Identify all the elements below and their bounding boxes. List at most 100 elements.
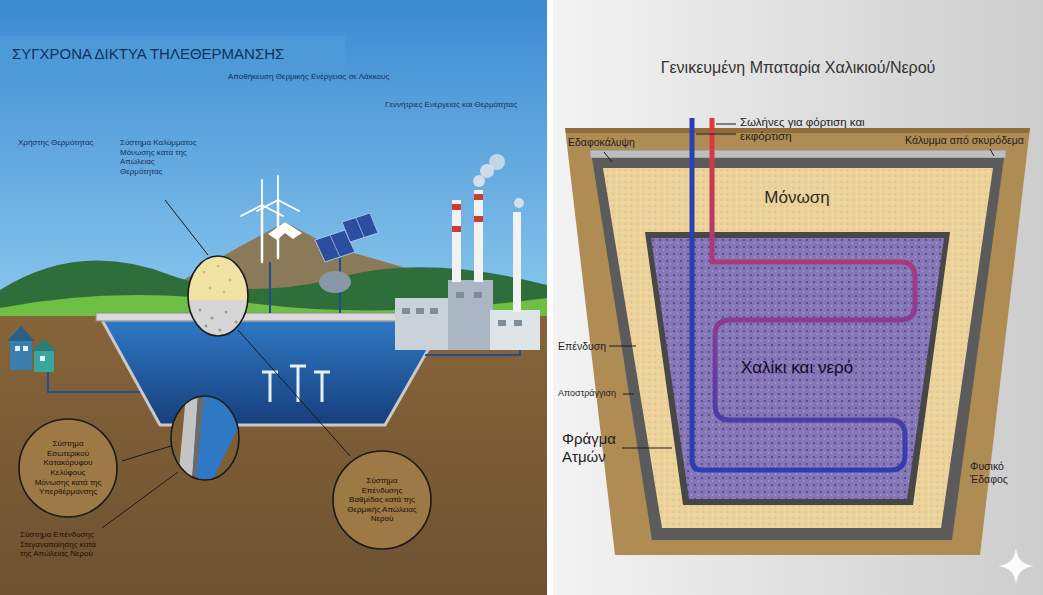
power-plant [448, 280, 493, 350]
insulation-layer [603, 168, 993, 528]
biogas-dome [319, 271, 351, 293]
panel-background [553, 0, 1043, 595]
district-pipes [48, 258, 520, 392]
power-plant [402, 292, 522, 326]
heat-user-houses [31, 339, 57, 351]
part-label: Μόνωση [697, 188, 897, 208]
part-label: Αποστράγγιση [558, 388, 616, 399]
part-label: Εδαφοκάλυψη [568, 136, 635, 149]
wind-turbines [261, 180, 263, 205]
lining-magnifier [170, 395, 242, 481]
heat-user-houses [10, 340, 32, 370]
gravel-water [651, 238, 944, 499]
power-plant [430, 308, 438, 314]
cover-magnifier [186, 254, 250, 340]
power-plant [474, 292, 482, 298]
cover-magnifier [229, 279, 232, 282]
part-label: Γεννήτριες Ενέργειας και Θερμότητας [385, 100, 543, 110]
power-plant [498, 320, 506, 326]
cover-magnifier [223, 291, 226, 294]
heat-user-houses [7, 326, 57, 372]
wind-turbines [257, 200, 278, 211]
charge-pipes [692, 118, 915, 470]
heat-user-houses [40, 356, 45, 361]
callout-circle: Σύστημα Επένδυσης Βαθμίδας κατά της Θερμ… [332, 450, 432, 550]
storage-pit [314, 371, 330, 374]
lining-magnifier [190, 395, 242, 481]
panel-background [553, 0, 1043, 595]
natural-soil [565, 128, 1030, 133]
part-label: Χαλίκι και νερό [697, 358, 897, 378]
solar-panels [356, 218, 364, 237]
power-plant [489, 154, 505, 170]
wind-turbines [261, 205, 264, 262]
cover-magnifier [219, 329, 222, 332]
storage-pit [290, 365, 306, 368]
power-plant [452, 226, 461, 232]
wind-turbines [278, 200, 299, 211]
diagram-panel: Γενικευμένη Μπαταρία Χαλικιού/Νερού [553, 0, 1043, 595]
concrete-cover [590, 150, 1006, 158]
leader-line [622, 448, 672, 449]
storage-pit [102, 320, 445, 425]
cover-magnifier [199, 309, 202, 312]
leader-line [696, 134, 736, 135]
cover-magnifier [203, 271, 206, 274]
storage-pit [262, 366, 330, 402]
power-plant [452, 200, 461, 282]
cover-magnifier [188, 256, 248, 336]
natural-soil [565, 128, 1030, 555]
concrete-cover [590, 150, 1006, 158]
storage-pit [269, 372, 272, 402]
leader-line [623, 394, 634, 395]
cover-magnifier [186, 254, 250, 302]
storage-pit [321, 372, 324, 402]
leader-line [609, 346, 636, 347]
watermark-sparkle [998, 548, 1034, 584]
solar-panels [330, 235, 340, 257]
power-plant [513, 212, 521, 312]
solar-panels [315, 213, 378, 262]
leader-line [238, 330, 350, 456]
cover-magnifier [199, 309, 238, 332]
diagram-panel: Σύστημα Εσωτερικού Κατακόρυφου Κελύφους … [0, 0, 547, 595]
charge-pipes [692, 118, 915, 470]
watermark-sparkle [998, 548, 1034, 584]
power-plant [474, 194, 483, 200]
wind-turbines [277, 200, 280, 258]
power-plant [395, 298, 450, 350]
part-label: Κάλυμμα από σκυρόδεμα [905, 134, 1024, 147]
cover-magnifier [186, 300, 250, 340]
heat-user-houses [23, 346, 28, 351]
part-label: Αποθήκευση Θερμικής Ενέργειας σε Λάκκους [228, 72, 448, 82]
heat-user-houses [15, 346, 20, 351]
sky-background [0, 36, 345, 74]
lining-magnifier [170, 395, 242, 481]
solar-panels [342, 213, 378, 242]
callout-circle: Σύστημα Εσωτερικού Κατακόρυφου Κελύφους … [18, 418, 118, 518]
heat-user-houses [7, 326, 35, 341]
cover-magnifier [205, 325, 208, 328]
lining-magnifier [170, 395, 242, 481]
part-label: Σύστημα Καλύμματος Μόνωσης κατά της Απώλ… [120, 138, 198, 176]
part-label: Φυσικό Έδαφος [970, 460, 1032, 485]
circle-outline [19, 419, 117, 517]
district-pipes [269, 262, 271, 313]
cover-magnifier [211, 317, 214, 320]
lining-magnifier [171, 396, 239, 480]
callout-text: Σύστημα Εσωτερικού Κατακόρυφου Κελύφους … [34, 439, 102, 497]
power-plant [514, 320, 522, 326]
cover-magnifier [217, 265, 220, 268]
gravel-water [651, 238, 944, 499]
cover-magnifier [203, 265, 232, 294]
leader-line [102, 200, 350, 528]
cover-magnifier [225, 311, 228, 314]
part-label: Σύστημα Επένδυσης Στεγανοποίησης κατά τη… [20, 530, 104, 559]
power-plant [416, 308, 424, 314]
cover-magnifier [235, 321, 238, 324]
ground [0, 316, 547, 595]
circle-outline [333, 451, 431, 549]
